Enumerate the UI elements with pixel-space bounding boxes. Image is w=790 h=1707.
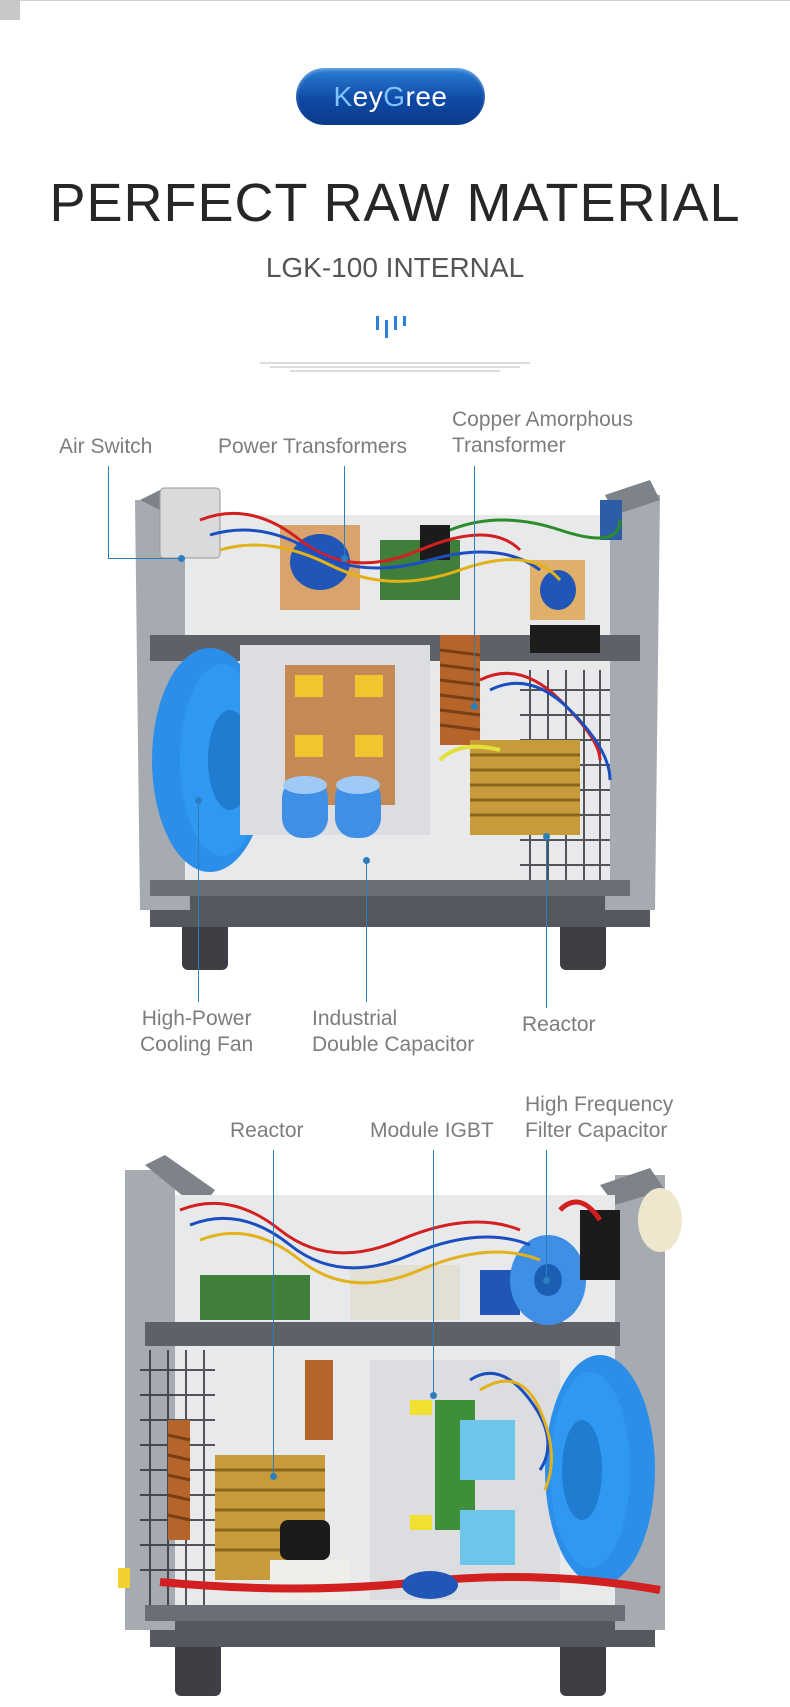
- dot-cooling-fan: [195, 797, 202, 804]
- internal-view-photo-1: [0, 440, 790, 980]
- dot-power-transformers: [341, 555, 348, 562]
- label-power-transformers: Power Transformers: [218, 435, 408, 458]
- brand-logo-text: KeyGree: [333, 80, 448, 112]
- fine-print-decoration: [250, 360, 540, 380]
- welder-internal-front-illustration: [135, 480, 660, 970]
- leader-reactor-1: [546, 836, 547, 1008]
- label-module-igbt: Module IGBT: [370, 1119, 494, 1142]
- label-cooling-fan: High-Power Cooling Fan: [140, 1007, 254, 1056]
- label-double-capacitor: Industrial Double Capacitor: [312, 1007, 475, 1056]
- dot-double-capacitor: [363, 857, 370, 864]
- leader-double-capacitor: [366, 860, 367, 1002]
- label-filter-capacitor: High Frequency Filter Capacitor: [525, 1093, 674, 1142]
- leader-filter-capacitor: [546, 1150, 547, 1280]
- internal-view-photo-2: [0, 1150, 790, 1707]
- label-copper-transformer: Copper Amorphous Transformer: [452, 408, 633, 457]
- page-subtitle: LGK-100 INTERNAL: [265, 252, 525, 283]
- top-border: [0, 0, 790, 1]
- dot-filter-capacitor: [543, 1277, 550, 1284]
- leader-power-transformers: [344, 466, 345, 558]
- label-reactor-1: Reactor: [522, 1013, 596, 1036]
- dot-copper-transformer: [471, 703, 478, 710]
- dot-reactor-2: [270, 1473, 277, 1480]
- welder-internal-rear-illustration: [118, 1155, 682, 1696]
- page-title: PERFECT RAW MATERIAL: [49, 173, 741, 233]
- leader-reactor-2: [273, 1150, 274, 1476]
- dot-reactor-1: [543, 833, 550, 840]
- leader-copper-transformer: [474, 466, 475, 706]
- leader-air-switch: [108, 466, 109, 558]
- label-reactor-2: Reactor: [230, 1119, 304, 1142]
- brand-logo: KeyGree: [296, 68, 485, 125]
- leader-cooling-fan: [198, 800, 199, 1002]
- leader-module-igbt: [433, 1150, 434, 1395]
- label-air-switch: Air Switch: [59, 435, 153, 458]
- leader-air-switch-h: [108, 558, 181, 559]
- dot-module-igbt: [430, 1392, 437, 1399]
- corner-marker: [0, 0, 20, 20]
- dot-air-switch: [178, 555, 185, 562]
